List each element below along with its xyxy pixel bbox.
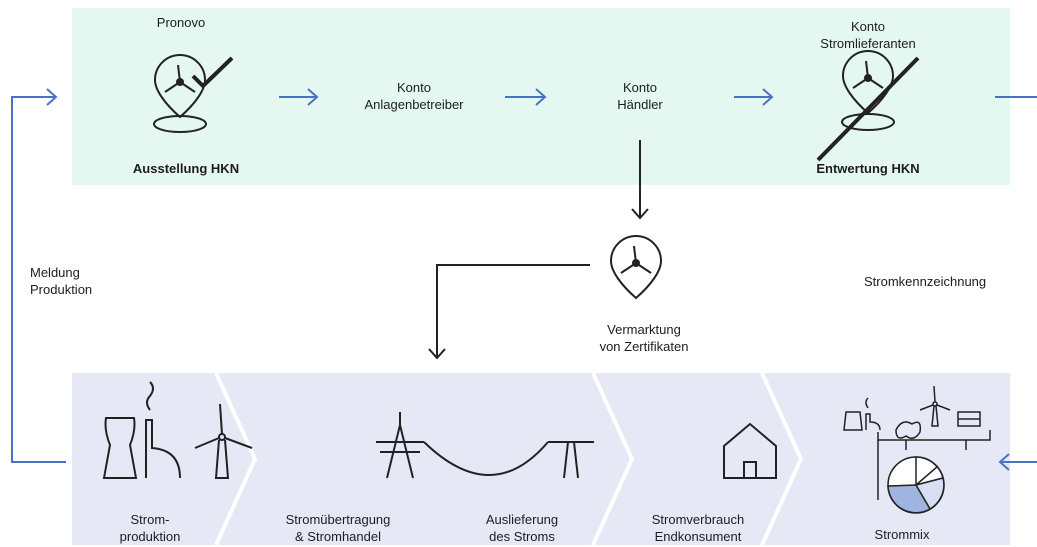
kennzeichnung-label: Stromkennzeichnung [864, 274, 987, 289]
strommix-icon [843, 385, 991, 500]
wind-pin-check-icon [153, 54, 234, 133]
produktion-label: Strom- produktion [119, 512, 181, 544]
chevron-separators [214, 372, 804, 546]
uebertragung-label: Stromübertragung & Stromhandel [285, 512, 391, 544]
strommix-label: Strommix [874, 527, 930, 542]
house-icon [723, 422, 777, 479]
issue-hkn-label: Ausstellung HKN [132, 161, 240, 176]
cancel-hkn-label: Entwertung HKN [816, 161, 920, 176]
konto-anlagen-label: Konto Anlagenbetreiber [364, 80, 464, 112]
pie-chart-icon [887, 456, 945, 514]
pronovo-label: Pronovo [156, 15, 206, 30]
wind-turbine-icon [194, 403, 253, 479]
transmission-line-icon [376, 412, 594, 479]
power-plant-icon [102, 381, 181, 479]
wind-pin-icon [609, 235, 663, 300]
meldung-label: Meldung Produktion [30, 265, 93, 297]
vermarktung-label: Vermarktung von Zertifikaten [599, 322, 689, 354]
flow-arrows [11, 88, 1037, 471]
wind-pin-crossed-icon [816, 50, 920, 162]
konto-haendler-label: Konto Händler [617, 80, 663, 112]
market-arrows [428, 140, 649, 360]
auslieferung-label: Auslieferung des Stroms [485, 512, 559, 544]
verbrauch-label: Stromverbrauch Endkonsument [651, 512, 745, 544]
konto-strom-label: Konto Stromlieferanten [820, 19, 916, 51]
